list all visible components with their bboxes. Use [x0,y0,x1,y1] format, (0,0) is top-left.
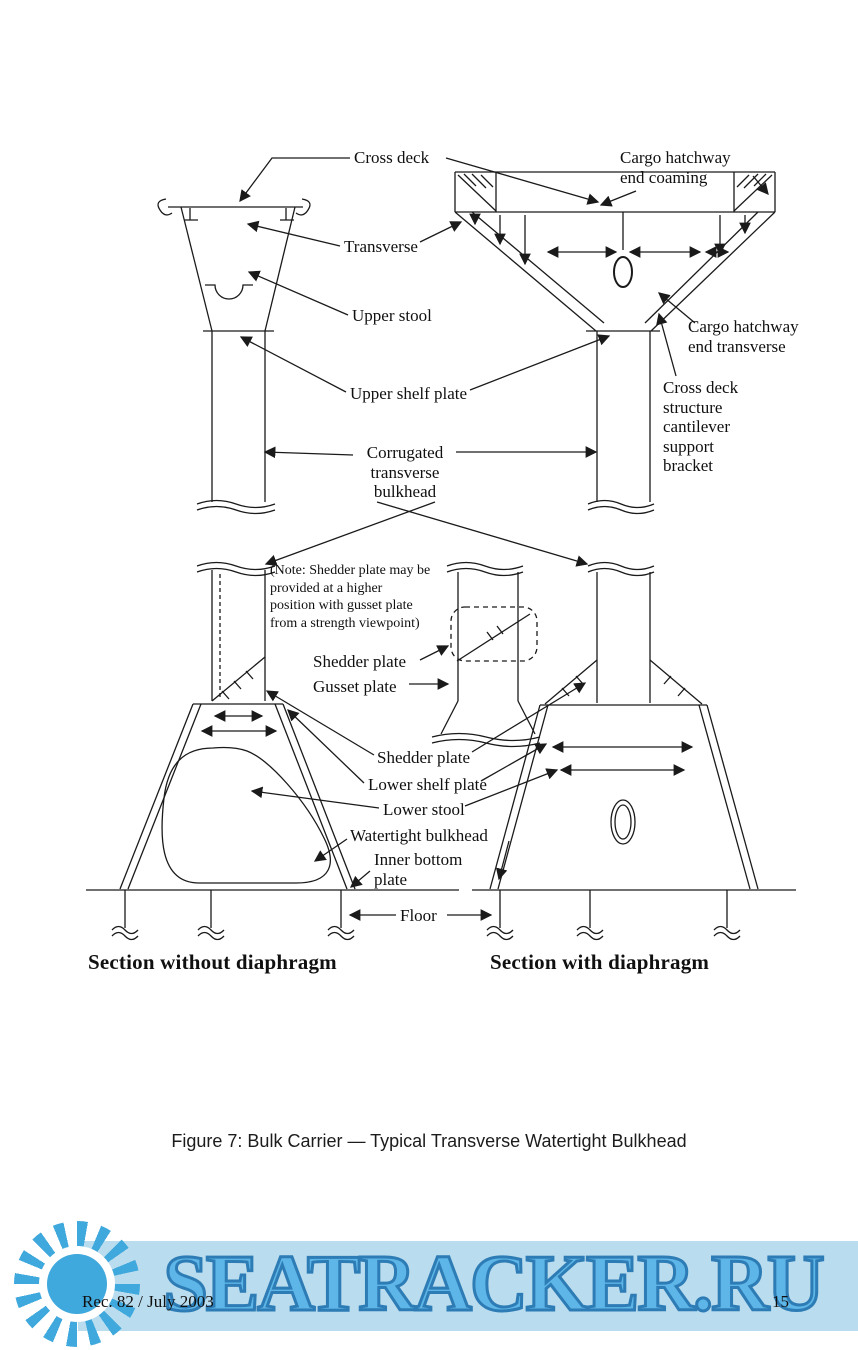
label-upper-stool: Upper stool [352,306,432,325]
label-shedder-plate-detail: Shedder plate [313,652,406,671]
label-floor: Floor [400,906,437,925]
label-watertight-bulkhead: Watertight bulkhead [350,826,488,845]
section-title-with-diaphragm: Section with diaphragm [490,950,710,974]
watermark-band [78,1241,858,1331]
label-cargo-hatchway-end-coaming: Cargo hatchway end coaming [620,148,731,187]
label-corrugated-bulkhead: Corrugated transverse bulkhead [366,443,444,502]
label-inner-bottom-plate: Inner bottom plate [374,850,463,889]
shedder-gusset-detail [441,572,537,734]
footer-left: Rec. 82 / July 2003 [82,1292,214,1311]
label-lower-shelf-plate: Lower shelf plate [368,775,487,794]
upper-stool-without-diaphragm [158,199,310,502]
label-shedder-plate: Shedder plate [377,748,470,767]
sun-logo-core-icon [47,1254,107,1314]
label-transverse: Transverse [344,237,418,256]
label-upper-shelf-plate: Upper shelf plate [350,384,468,403]
label-lower-stool: Lower stool [383,800,465,819]
lower-stool-with-diaphragm [472,572,796,928]
label-gusset-plate: Gusset plate [313,677,397,696]
leader-arrows [239,158,769,921]
label-cross-deck: Cross deck [354,148,430,167]
watermark-text: SEATRACKER.RU [162,1239,826,1330]
page-number: 15 [772,1292,789,1311]
label-cross-deck-bracket: Cross deck structure cantilever support … [663,378,739,476]
label-cargo-hatchway-end-transverse: Cargo hatchway end transverse [688,317,799,356]
section-title-without-diaphragm: Section without diaphragm [88,950,337,974]
label-note: (Note: Shedder plate may be provided at … [270,563,431,631]
figure-caption: Figure 7: Bulk Carrier — Typical Transve… [171,1131,687,1151]
